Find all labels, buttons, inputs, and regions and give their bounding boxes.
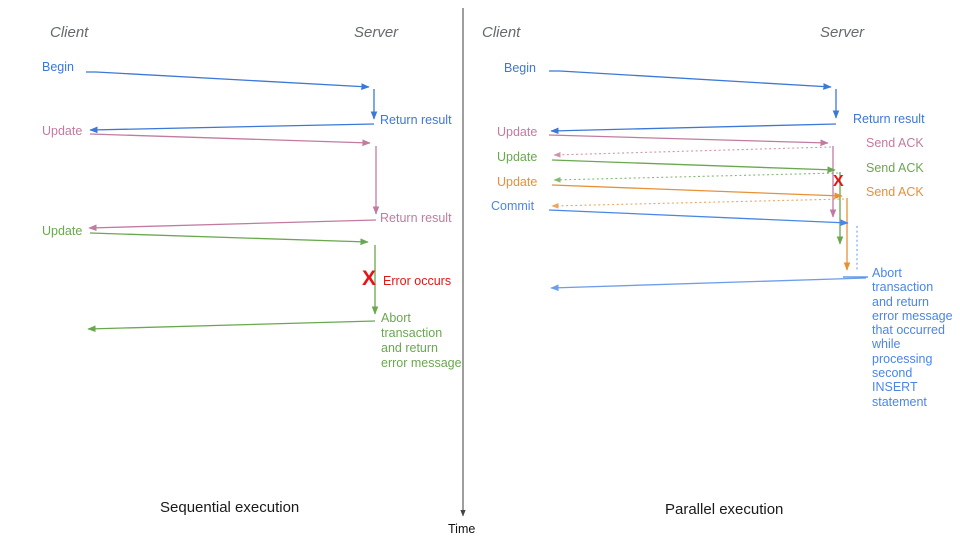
left-client-header: Client [50, 24, 89, 41]
left-return-result-2-arrow [88, 219, 377, 232]
right-abort-return-arrow [550, 277, 867, 292]
right-send-ack-2-arrow [553, 172, 839, 183]
right-abort-line: statement [872, 394, 927, 409]
right-update-2-label: Update [497, 150, 538, 164]
right-update-1-request-arrow [548, 134, 829, 147]
left-abort-line: and return [381, 341, 438, 355]
right-send-ack-3-arrow [551, 198, 845, 209]
left-abort-line: error message [381, 356, 462, 370]
time-label: Time [448, 522, 476, 536]
left-error-x-icon: X [362, 267, 377, 290]
right-commit-request-arrow [548, 209, 849, 227]
right-update-2-request-arrow [551, 159, 836, 174]
left-begin-request-arrow [86, 71, 370, 90]
left-abort-message: Abort transaction and return error messa… [381, 311, 462, 371]
right-error-x-icon: X [833, 173, 844, 190]
right-send-ack-1-label: Send ACK [866, 136, 924, 150]
left-caption: Sequential execution [160, 499, 300, 516]
left-error-occurs-label: Error occurs [383, 274, 452, 288]
left-return-result-1-arrow [89, 123, 375, 134]
left-abort-line: transaction [381, 326, 443, 340]
right-abort-line: second [872, 366, 913, 381]
right-abort-line: transaction [872, 280, 934, 295]
right-send-ack-3-label: Send ACK [866, 185, 924, 199]
right-send-ack-1-arrow [553, 146, 832, 158]
right-begin-request-arrow [549, 70, 832, 90]
right-update-1-label: Update [497, 125, 538, 139]
left-abort-return-arrow [87, 320, 376, 333]
right-abort-line: Abort [872, 266, 902, 280]
right-client-header: Client [482, 24, 521, 41]
right-update-3-request-arrow [551, 184, 843, 200]
left-server-header: Server [354, 24, 399, 41]
right-abort-message: Abort transaction and return error messa… [872, 266, 953, 409]
right-abort-line: while [872, 337, 901, 352]
right-send-ack-2-label: Send ACK [866, 161, 924, 175]
left-abort-line: Abort [381, 311, 411, 325]
right-abort-line: error message [872, 308, 953, 323]
left-return-result-2-label: Return result [380, 211, 452, 225]
left-update-2-label: Update [42, 224, 83, 238]
right-abort-line: and return [872, 294, 929, 309]
right-commit-label: Commit [491, 199, 535, 213]
right-return-result-label: Return result [853, 112, 925, 126]
right-abort-line: processing [872, 351, 933, 366]
left-begin-label: Begin [42, 60, 74, 74]
right-return-result-arrow [550, 123, 837, 135]
right-update-3-label: Update [497, 175, 538, 189]
left-update-1-request-arrow [89, 133, 371, 147]
right-abort-line: INSERT [872, 380, 918, 395]
right-begin-label: Begin [504, 61, 536, 75]
left-update-1-label: Update [42, 124, 83, 138]
right-abort-line: that occurred [872, 323, 945, 338]
left-update-2-request-arrow [89, 232, 369, 246]
left-return-result-1-label: Return result [380, 113, 452, 127]
right-server-header: Server [820, 24, 865, 41]
right-caption: Parallel execution [665, 501, 784, 518]
